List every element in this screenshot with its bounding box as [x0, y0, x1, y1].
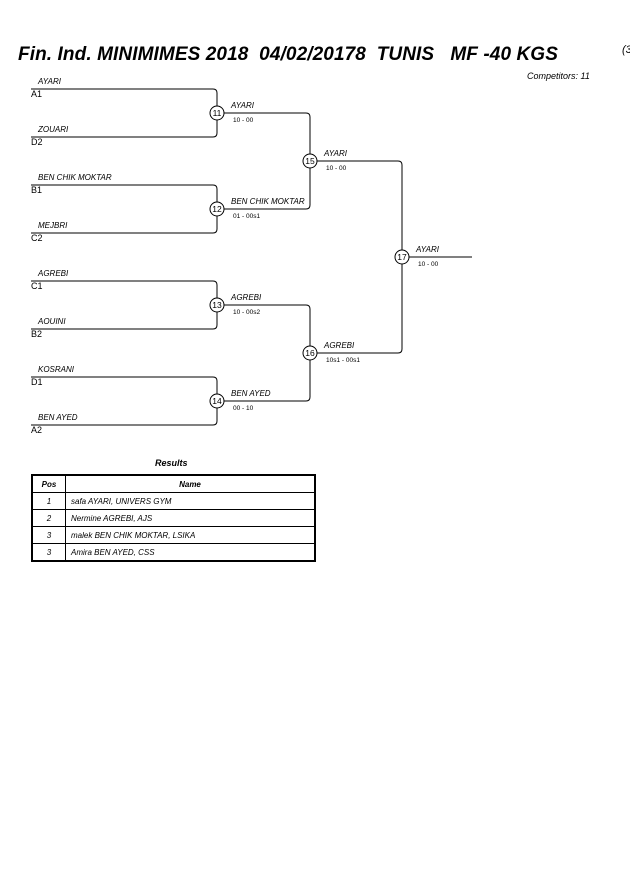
match-number-circle — [394, 249, 410, 265]
results-header-pos: Pos — [31, 474, 66, 493]
match-number: 12 — [212, 204, 222, 214]
table-row: 2 Nermine AGREBI, AJS — [31, 509, 316, 527]
competitor-seed: D1 — [31, 377, 43, 387]
competitor-seed: B1 — [31, 185, 42, 195]
match-winner-name: BEN AYED — [231, 389, 271, 398]
match-number: 16 — [305, 348, 315, 358]
match-number-circle — [209, 393, 225, 409]
match-winner-name: AYARI — [230, 101, 255, 110]
competitor-name: AYARI — [37, 77, 62, 86]
table-row: 1 safa AYARI, UNIVERS GYM — [31, 492, 316, 510]
competitor-name: BEN CHIK MOKTAR — [38, 173, 112, 182]
match-winner-name: AGREBI — [230, 293, 262, 302]
result-pos: 2 — [31, 509, 66, 527]
match-winner-name: AGREBI — [323, 341, 355, 350]
match-winner-name: AYARI — [323, 149, 348, 158]
match-winner-name: AYARI — [415, 245, 440, 254]
competitor-seed: A1 — [31, 89, 42, 99]
results-title: Results — [155, 458, 188, 468]
results-header-row: Pos Name — [31, 474, 316, 493]
competitor-name: ZOUARI — [37, 125, 69, 134]
result-pos: 1 — [31, 492, 66, 510]
match-number: 14 — [212, 396, 222, 406]
competitor-name: BEN AYED — [38, 413, 78, 422]
match-winner-name: BEN CHIK MOKTAR — [231, 197, 305, 206]
match-score: 10s1 - 00s1 — [326, 357, 360, 364]
results-table: Pos Name 1 safa AYARI, UNIVERS GYM 2 Ner… — [31, 474, 316, 562]
result-name: Amira BEN AYED, CSS — [65, 543, 316, 562]
match-number-circle — [209, 201, 225, 217]
page-title: Fin. Ind. MINIMIMES 2018 04/02/20178 TUN… — [18, 44, 558, 65]
competitor-seed: C2 — [31, 233, 43, 243]
match-number-circle — [209, 297, 225, 313]
competitor-seed: C1 — [31, 281, 43, 291]
match-number-circle — [302, 345, 318, 361]
table-row: 3 Amira BEN AYED, CSS — [31, 543, 316, 562]
competitors-count: Competitors: 11 — [527, 71, 590, 81]
match-number: 15 — [305, 156, 315, 166]
result-pos: 3 — [31, 543, 66, 562]
match-number: 17 — [397, 252, 407, 262]
match-score: 10 - 00 — [233, 117, 254, 124]
competitor-name: AGREBI — [37, 269, 69, 278]
competitor-name: KOSRANI — [38, 365, 75, 374]
match-number: 11 — [213, 108, 222, 118]
competitor-name: AOUINI — [37, 317, 66, 326]
match-number: 13 — [212, 300, 222, 310]
competitor-seed: A2 — [31, 425, 42, 435]
match-score: 10 - 00 — [418, 261, 439, 268]
result-name: Nermine AGREBI, AJS — [65, 509, 316, 527]
competitor-name: MEJBRI — [38, 221, 68, 230]
result-pos: 3 — [31, 526, 66, 544]
match-score: 00 - 10 — [233, 405, 254, 412]
competitor-seed: B2 — [31, 329, 42, 339]
match-score: 01 - 00s1 — [233, 213, 260, 220]
match-score: 10 - 00 — [326, 165, 347, 172]
title-suffix: (3 — [622, 44, 630, 56]
match-number-circle — [209, 105, 225, 121]
table-row: 3 malek BEN CHIK MOKTAR, LSIKA — [31, 526, 316, 544]
match-score: 10 - 00s2 — [233, 309, 260, 316]
result-name: malek BEN CHIK MOKTAR, LSIKA — [65, 526, 316, 544]
results-header-name: Name — [65, 474, 316, 493]
competitor-seed: D2 — [31, 137, 43, 147]
match-number-circle — [302, 153, 318, 169]
result-name: safa AYARI, UNIVERS GYM — [65, 492, 316, 510]
